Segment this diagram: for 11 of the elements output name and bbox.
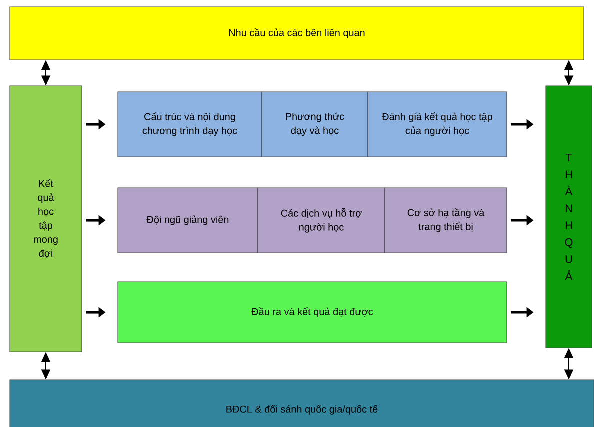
process-box: Các dịch vụ hỗ trợ người học: [258, 188, 386, 254]
process-box: Phương thức dạy và học: [262, 92, 368, 158]
process-box: Cấu trúc và nội dung chương trình dạy học: [118, 92, 262, 158]
banner-box: Nhu cầu của các bên liên quan: [10, 6, 584, 60]
process-box: Đội ngũ giảng viên: [118, 188, 258, 254]
side-box: Kết quả học tập mong đợi: [10, 86, 82, 352]
process-box: Đầu ra và kết quả đạt được: [118, 282, 508, 344]
process-box: Đánh giá kết quả học tập của người học: [368, 92, 508, 158]
banner-box: BĐCL & đối sánh quốc gia/quốc tế: [10, 380, 594, 427]
process-box: Cơ sở hạ tầng và trang thiết bị: [384, 188, 508, 254]
side-box: T H À N H Q U Ả: [546, 86, 592, 348]
